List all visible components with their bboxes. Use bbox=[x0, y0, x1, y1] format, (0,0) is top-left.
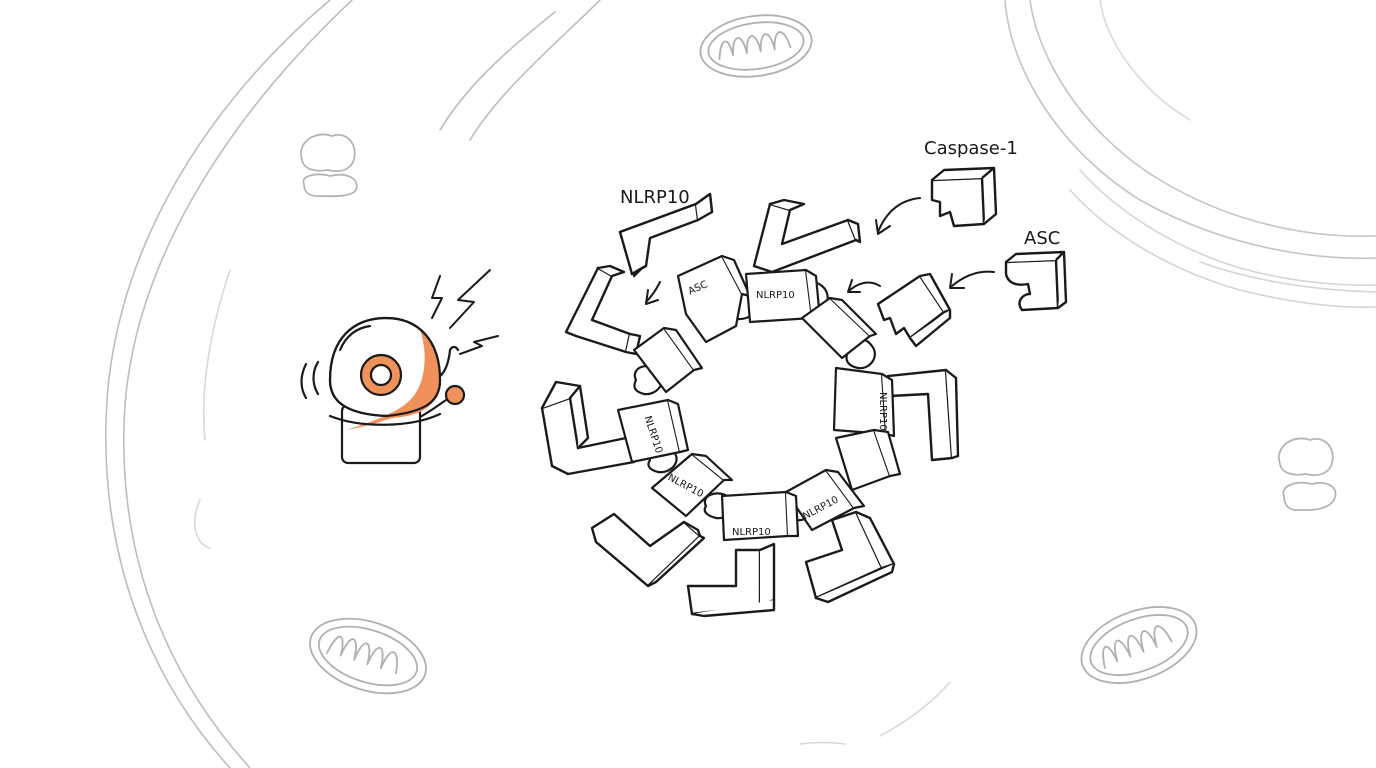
asc-label: ASC bbox=[1024, 228, 1060, 249]
nlrp10-label: NLRP10 bbox=[620, 187, 690, 208]
vesicle-icon bbox=[1279, 438, 1336, 510]
cell-membrane bbox=[106, 0, 950, 768]
incoming-asc-piece bbox=[878, 274, 950, 346]
nucleus-envelope-icon bbox=[1005, 0, 1376, 307]
caspase-1-piece bbox=[932, 168, 996, 226]
mitochondrion-icon bbox=[300, 605, 435, 707]
caspase-1-label: Caspase-1 bbox=[924, 138, 1018, 159]
asc-free-piece bbox=[1006, 252, 1066, 310]
outer-nlrp10-pieces bbox=[542, 194, 958, 616]
ring-label-nlrp10-bottom: NLRP10 bbox=[732, 527, 771, 538]
ring-label-nlrp10-top: NLRP10 bbox=[756, 290, 795, 301]
mitochondrion-icon bbox=[696, 8, 815, 83]
lightning-bolt-icon bbox=[432, 270, 498, 354]
ring-label-nlrp10-right: NLRP10 bbox=[877, 392, 888, 431]
alarm-bell-icon bbox=[302, 318, 465, 463]
mitochondrion-icon bbox=[1071, 593, 1207, 698]
vesicle-icon bbox=[301, 134, 357, 196]
